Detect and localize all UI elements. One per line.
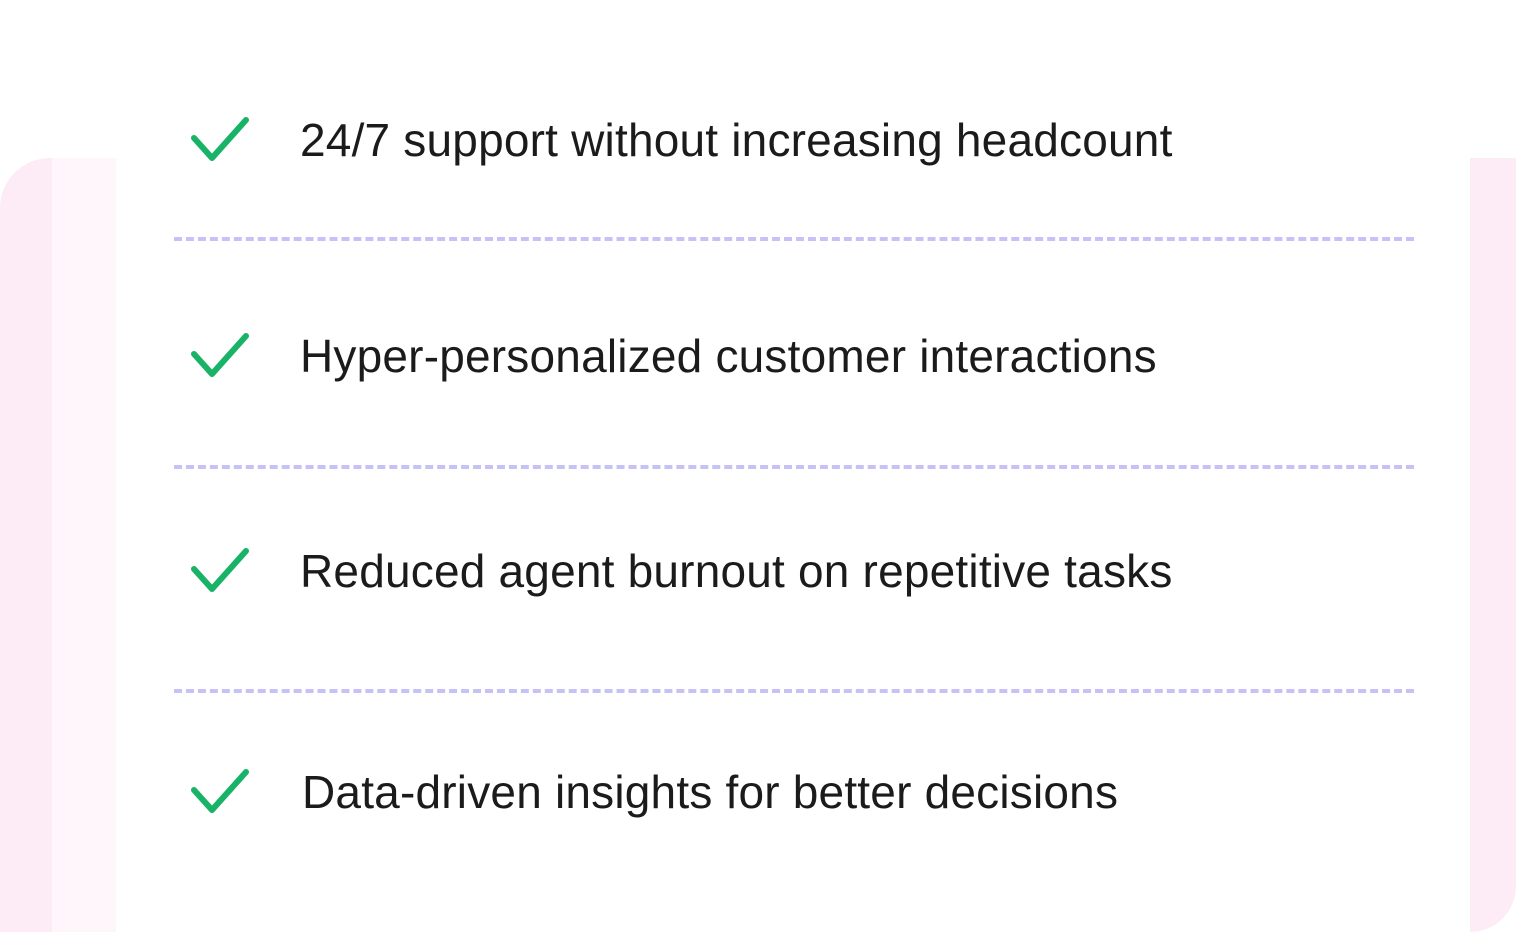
divider bbox=[174, 465, 1414, 469]
benefit-label: Hyper-personalized customer interactions bbox=[300, 330, 1157, 382]
background-accent-right bbox=[1470, 158, 1516, 932]
benefit-label: 24/7 support without increasing headcoun… bbox=[300, 114, 1173, 166]
divider bbox=[174, 237, 1414, 241]
background-accent-left-inner bbox=[52, 158, 116, 932]
benefits-card: 24/7 support without increasing headcoun… bbox=[116, 0, 1470, 932]
checkmark-icon bbox=[188, 114, 252, 166]
benefit-item-data-insights: Data-driven insights for better decision… bbox=[116, 752, 1470, 832]
benefit-item-personalized-interactions: Hyper-personalized customer interactions bbox=[116, 316, 1470, 396]
benefit-item-24-7-support: 24/7 support without increasing headcoun… bbox=[116, 100, 1470, 180]
checkmark-icon bbox=[188, 330, 252, 382]
benefit-label: Reduced agent burnout on repetitive task… bbox=[300, 545, 1173, 597]
divider bbox=[174, 689, 1414, 693]
checkmark-icon bbox=[188, 766, 252, 818]
checkmark-icon bbox=[188, 545, 252, 597]
benefit-item-reduced-burnout: Reduced agent burnout on repetitive task… bbox=[116, 531, 1470, 611]
background-accent-left bbox=[0, 158, 52, 932]
benefit-label: Data-driven insights for better decision… bbox=[302, 766, 1119, 818]
